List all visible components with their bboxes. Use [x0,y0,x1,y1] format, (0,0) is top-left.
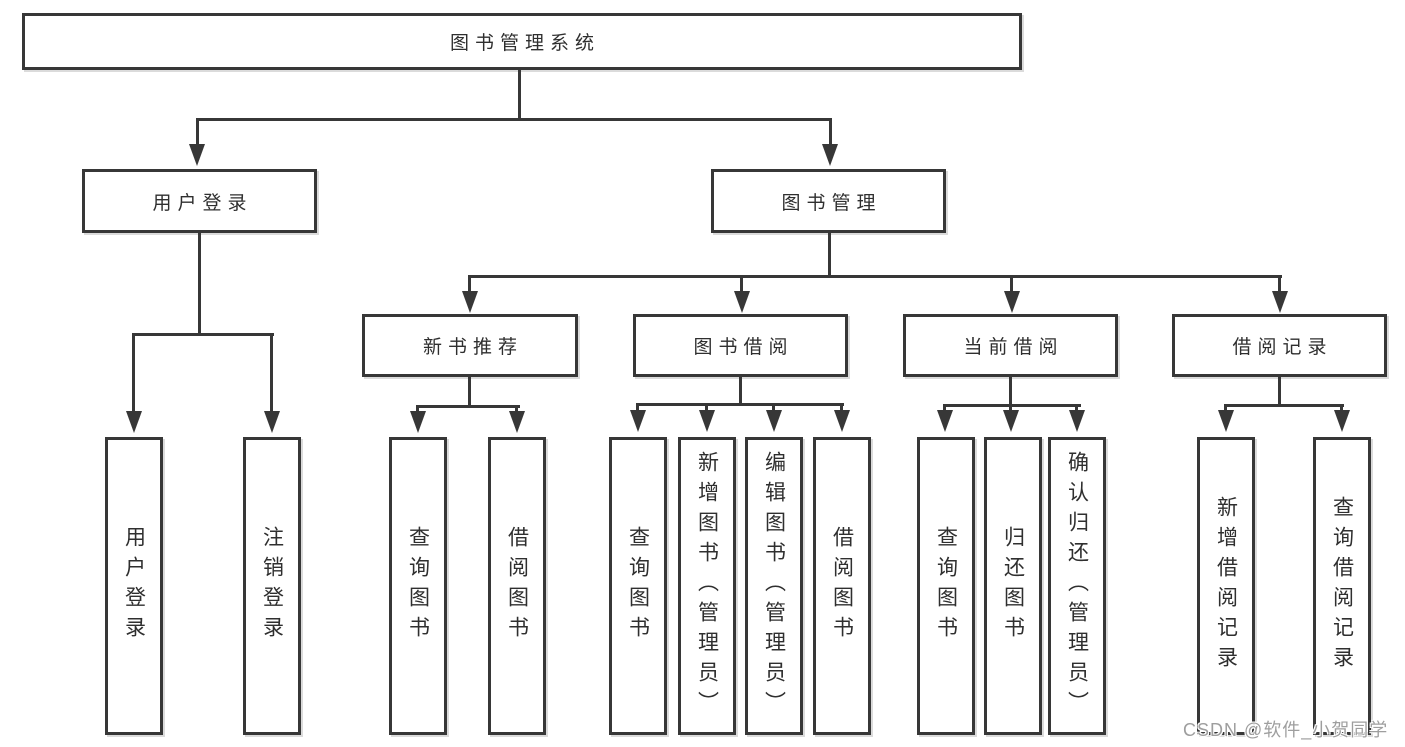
node-user-login-label: 用户登录 [152,192,253,214]
arrowhead-down-icon [264,411,280,433]
connector-recommend-rail [416,405,520,408]
node-book-management: 图书管理 [711,169,946,233]
arrowhead-down-icon [1003,410,1019,432]
leaf-label: 编辑图书（管理员） [762,451,786,721]
node-book-borrow-label: 图书借阅 [693,337,794,358]
connector-borrow-drop-1 [636,405,639,411]
connector-mgmt-rail [468,275,1282,278]
connector-mgmt-drop-2 [740,277,743,293]
connector-root-rail [196,118,832,121]
connector-recommend-stem [468,377,471,408]
connector-current-drop-1 [943,406,946,411]
connector-recommend-drop-1 [416,407,419,413]
node-user-login: 用户登录 [82,169,317,233]
node-new-book-recommend: 新书推荐 [362,314,578,377]
leaf-label: 新增借阅记录 [1214,496,1238,676]
leaf-logout: 注销登录 [243,437,301,735]
leaf-add-book-admin: 新增图书（管理员） [678,437,736,735]
connector-user-rail [132,333,274,336]
leaf-add-borrow-record: 新增借阅记录 [1197,437,1255,735]
leaf-user-login: 用户登录 [105,437,163,735]
node-new-book-recommend-label: 新书推荐 [422,337,523,358]
leaf-label: 借阅图书 [505,526,529,646]
connector-borrow-drop-3 [772,405,775,411]
arrowhead-down-icon [1272,291,1288,313]
connector-user-drop-2 [270,335,273,413]
leaf-recommend-query-book: 查询图书 [389,437,447,735]
csdn-watermark: CSDN @软件_小贺同学 [1183,720,1389,740]
arrowhead-down-icon [126,411,142,433]
node-borrow-record-label: 借阅记录 [1232,337,1333,358]
node-book-borrow: 图书借阅 [633,314,848,377]
arrowhead-down-icon [937,410,953,432]
connector-mgmt-drop-1 [468,277,471,293]
node-current-borrow-label: 当前借阅 [963,337,1064,358]
connector-mgmt-stem [828,232,831,278]
leaf-label: 查询图书 [406,526,430,646]
connector-mgmt-drop-3 [1010,277,1013,293]
connector-record-stem [1278,377,1281,406]
connector-borrow-rail [636,403,844,406]
connector-recommend-drop-2 [515,407,518,413]
arrowhead-down-icon [410,411,426,433]
arrowhead-down-icon [462,291,478,313]
leaf-label: 借阅图书 [830,526,854,646]
connector-record-drop-1 [1224,406,1227,411]
connector-mgmt-drop-4 [1278,277,1281,293]
node-current-borrow: 当前借阅 [903,314,1118,377]
arrowhead-down-icon [1334,410,1350,432]
node-library-system-label: 图书管理系统 [449,33,600,54]
connector-user-drop-1 [132,335,135,413]
leaf-label: 用户登录 [122,526,146,646]
connector-borrow-drop-4 [840,405,843,411]
arrowhead-down-icon [1069,410,1085,432]
arrowhead-down-icon [699,410,715,432]
node-library-system: 图书管理系统 [22,13,1022,70]
arrowhead-down-icon [822,144,838,166]
arrowhead-down-icon [834,410,850,432]
arrowhead-down-icon [1004,291,1020,313]
connector-record-rail [1224,404,1344,407]
arrowhead-down-icon [734,291,750,313]
connector-current-stem [1009,377,1012,406]
leaf-label: 查询图书 [934,526,958,646]
connector-borrow-drop-2 [705,405,708,411]
leaf-return-book: 归还图书 [984,437,1042,735]
node-borrow-record: 借阅记录 [1172,314,1387,377]
arrowhead-down-icon [189,144,205,166]
arrowhead-down-icon [630,410,646,432]
leaf-label: 确认归还（管理员） [1065,451,1089,721]
leaf-current-query-book: 查询图书 [917,437,975,735]
leaf-borrow-query-book: 查询图书 [609,437,667,735]
leaf-label: 查询图书 [626,526,650,646]
arrowhead-down-icon [509,411,525,433]
leaf-borrow-book: 借阅图书 [813,437,871,735]
connector-current-drop-3 [1075,406,1078,411]
leaf-label: 新增图书（管理员） [695,451,719,721]
connector-root-drop-left [196,118,199,146]
connector-borrow-stem [739,377,742,406]
arrowhead-down-icon [766,410,782,432]
connector-user-stem [198,232,201,336]
leaf-label: 查询借阅记录 [1330,496,1354,676]
connector-root-stem [518,70,521,118]
leaf-label: 注销登录 [260,526,284,646]
connector-record-drop-2 [1340,406,1343,411]
leaf-query-borrow-record: 查询借阅记录 [1313,437,1371,735]
leaf-confirm-return-admin: 确认归还（管理员） [1048,437,1106,735]
leaf-label: 归还图书 [1001,526,1025,646]
connector-current-rail [943,404,1081,407]
leaf-recommend-borrow-book: 借阅图书 [488,437,546,735]
node-book-management-label: 图书管理 [781,192,882,214]
arrowhead-down-icon [1218,410,1234,432]
connector-root-drop-right [829,118,832,146]
leaf-edit-book-admin: 编辑图书（管理员） [745,437,803,735]
connector-current-drop-2 [1009,406,1012,411]
